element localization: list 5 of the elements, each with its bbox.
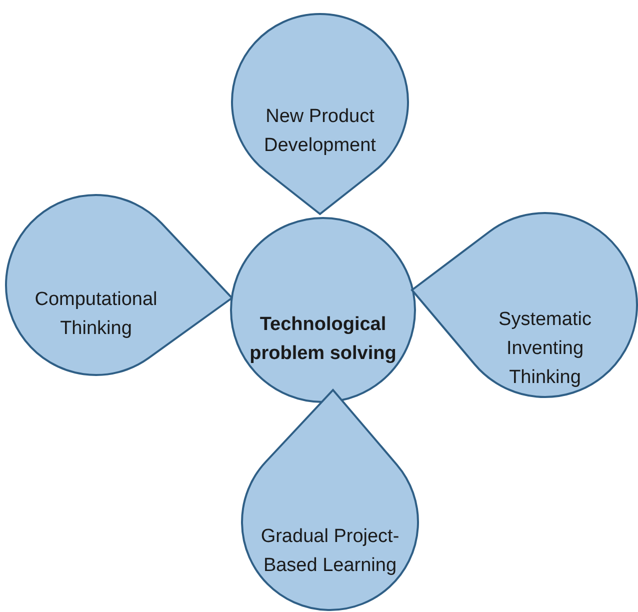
node-label: New Product Development bbox=[263, 105, 377, 158]
node-label: Computational Thinking bbox=[34, 288, 158, 341]
node-label: Systematic Inventing Thinking bbox=[498, 308, 592, 390]
node-label: Technological problem solving bbox=[248, 313, 398, 366]
node-label: Gradual Project-Based Learning bbox=[260, 525, 400, 578]
